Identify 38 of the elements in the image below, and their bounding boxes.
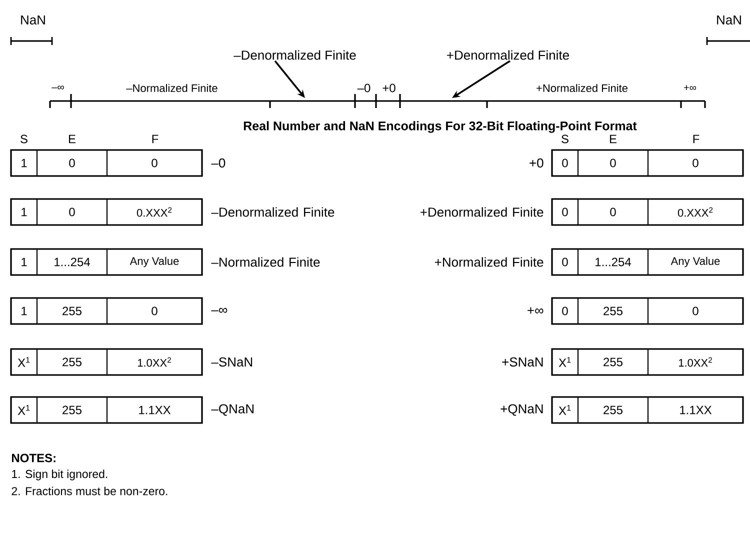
row-label: –QNaN (211, 404, 254, 416)
encoding-row: 1 0 0 (10, 149, 203, 177)
range-label: NaN (717, 15, 741, 25)
note: 2. Fractions must be non-zero. (12, 486, 168, 496)
row-label: –Normalized Finite (211, 257, 320, 267)
row-label: +Normalized Finite (434, 257, 544, 267)
row-label: +∞ (528, 307, 544, 314)
range-label: +Denormalized Finite (447, 50, 569, 60)
encoding-row: X$^{1}$ 255 1.1XX (10, 396, 203, 424)
row-label: –∞ (211, 308, 228, 313)
encoding-row: 1 255 0 (10, 297, 203, 325)
encoding-row: X$^{1}$ 255 1.0XX$^{2}$ (551, 348, 744, 376)
notes-heading: NOTES: (12, 454, 56, 462)
axis-label: +∞ (684, 85, 696, 90)
row-label: –Denormalized Finite (211, 207, 334, 217)
encoding-row: X$^{1}$ 255 1.1XX (551, 396, 744, 424)
encoding-row: 1 1...254 Any Value (10, 248, 203, 276)
row-label: +SNaN (502, 357, 543, 367)
axis-label: +Normalized Finite (536, 84, 628, 92)
axis-label: +0 (382, 84, 396, 92)
axis-label: –∞ (52, 86, 64, 90)
encoding-row: 0 0 0.XXX$^{2}$ (551, 198, 744, 226)
axis-label: –0 (357, 84, 370, 92)
row-label: +QNaN (500, 404, 543, 416)
encoding-row: 0 0 0 (551, 149, 744, 177)
range-label: –Denormalized Finite (234, 50, 356, 60)
title: Real Number and NaN Encodings For 32-Bit Floating-Point Format (244, 121, 637, 133)
row-label: +Denormalized Finite (420, 207, 544, 217)
encoding-row: X$^{1}$ 255 1.0XX$^{2}$ (10, 348, 203, 376)
encoding-row: 0 1...254 Any Value (551, 248, 744, 276)
axis-label: –Normalized Finite (126, 84, 218, 92)
encoding-row: 0 255 0 (551, 297, 744, 325)
range-label: NaN (21, 15, 45, 25)
note: 1. Sign bit ignored. (12, 470, 108, 480)
row-label: –0 (211, 158, 226, 168)
row-label: +0 (530, 158, 544, 168)
row-label: –SNaN (211, 357, 252, 367)
encoding-row: 1 0 0.XXX$^{2}$ (10, 198, 203, 226)
